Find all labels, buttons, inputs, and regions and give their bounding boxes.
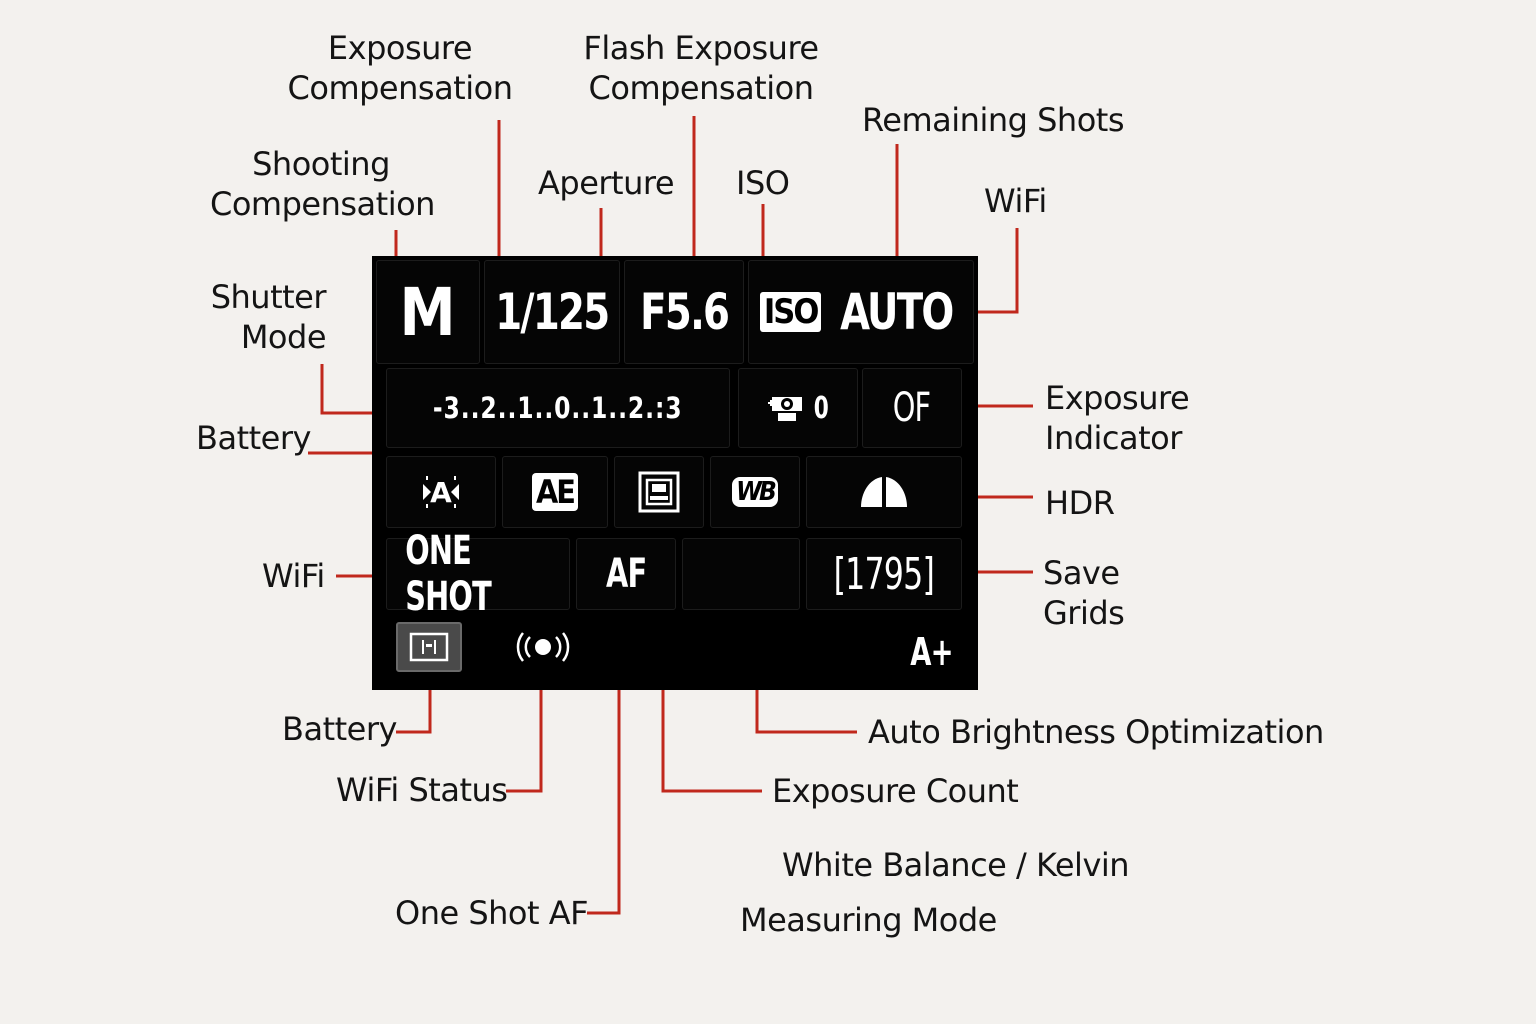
shutter-speed-value: 1/125 (495, 283, 610, 341)
flash-compensation-value: 0 (813, 390, 829, 426)
picture-style-icon (637, 470, 681, 514)
hdr-icon (857, 473, 911, 511)
label-wifi-left: WiFi (262, 557, 325, 595)
shutter-cell[interactable]: 1/125 (484, 260, 620, 364)
label-wifi-top: WiFi (984, 182, 1047, 220)
white-balance-icon: WB (732, 477, 778, 507)
iso-badge: ISO (759, 292, 822, 332)
label-exposure-indicator: Exposure Indicator (1045, 379, 1190, 457)
shooting-mode-value: M (399, 273, 457, 351)
ae-lock-cell[interactable]: AE (502, 456, 608, 528)
scene-mode-cell[interactable]: A+ (892, 624, 972, 680)
iso-value: AUTO (840, 283, 954, 341)
label-iso: ISO (736, 164, 790, 202)
flash-comp-cell[interactable]: 0 (738, 368, 858, 448)
aperture-value: F5.6 (639, 283, 730, 341)
exposure-level-scale: -3..2..1..0..1..2.:3 (433, 391, 683, 425)
label-remaining-shots: Remaining Shots (862, 101, 1124, 139)
label-one-shot-af: One Shot AF (395, 894, 589, 932)
exposure-scale-cell[interactable]: -3..2..1..0..1..2.:3 (386, 368, 730, 448)
picture-style-cell[interactable] (614, 456, 704, 528)
ae-label: AE (536, 473, 576, 511)
wifi-status-cell[interactable] (500, 620, 586, 674)
af-area-icon: A (417, 472, 465, 512)
label-white-balance: White Balance / Kelvin (782, 846, 1130, 884)
label-wifi-status: WiFi Status (336, 771, 508, 809)
label-battery-top: Battery (196, 419, 311, 457)
drive-mode-value: ONE SHOT (405, 528, 492, 620)
label-shooting-compensation: Shooting Compensation (210, 145, 435, 223)
label-measuring-mode: Measuring Mode (740, 901, 997, 939)
aperture-cell[interactable]: F5.6 (624, 260, 744, 364)
label-shutter-mode: Shutter Mode (210, 278, 327, 356)
remaining-shots-cell[interactable]: [1795] (806, 538, 962, 610)
scene-mode-value: A+ (910, 630, 954, 674)
metering-cell[interactable] (396, 622, 462, 672)
af-cell[interactable]: AF (576, 538, 676, 610)
label-auto-brightness: Auto Brightness Optimization (868, 713, 1324, 751)
label-save-grids: Save Grids (1043, 554, 1125, 632)
label-exposure-count: Exposure Count (772, 772, 1019, 810)
empty-cell (682, 538, 800, 610)
label-flash-exposure-compensation: Flash Exposure Compensation (583, 29, 819, 107)
flash-compensation-icon (766, 389, 812, 427)
ae-lock-icon: AE (532, 473, 578, 511)
metering-mode-icon (409, 632, 449, 662)
mode-cell[interactable]: M (376, 260, 480, 364)
of-value: OF (893, 385, 931, 431)
wb-label: WB (736, 477, 777, 507)
af-mode-value: AF (605, 551, 647, 597)
drive-mode-cell[interactable]: ONE SHOT (386, 528, 570, 620)
label-battery-bottom: Battery (282, 710, 397, 748)
remaining-shots-value: [1795] (833, 548, 935, 600)
svg-text:A: A (430, 476, 452, 509)
white-balance-cell[interactable]: WB (710, 456, 800, 528)
af-area-cell[interactable]: A (386, 456, 496, 528)
label-hdr: HDR (1045, 484, 1115, 522)
iso-cell[interactable]: ISO AUTO (748, 260, 974, 364)
camera-lcd-screen: M 1/125 F5.6 ISO AUTO -3..2..1..0..1..2.… (372, 256, 978, 690)
wifi-signal-icon (512, 630, 574, 664)
label-aperture: Aperture (538, 164, 675, 202)
of-cell[interactable]: OF (862, 368, 962, 448)
hdr-cell[interactable] (806, 456, 962, 528)
label-exposure-compensation: Exposure Compensation (287, 29, 513, 107)
